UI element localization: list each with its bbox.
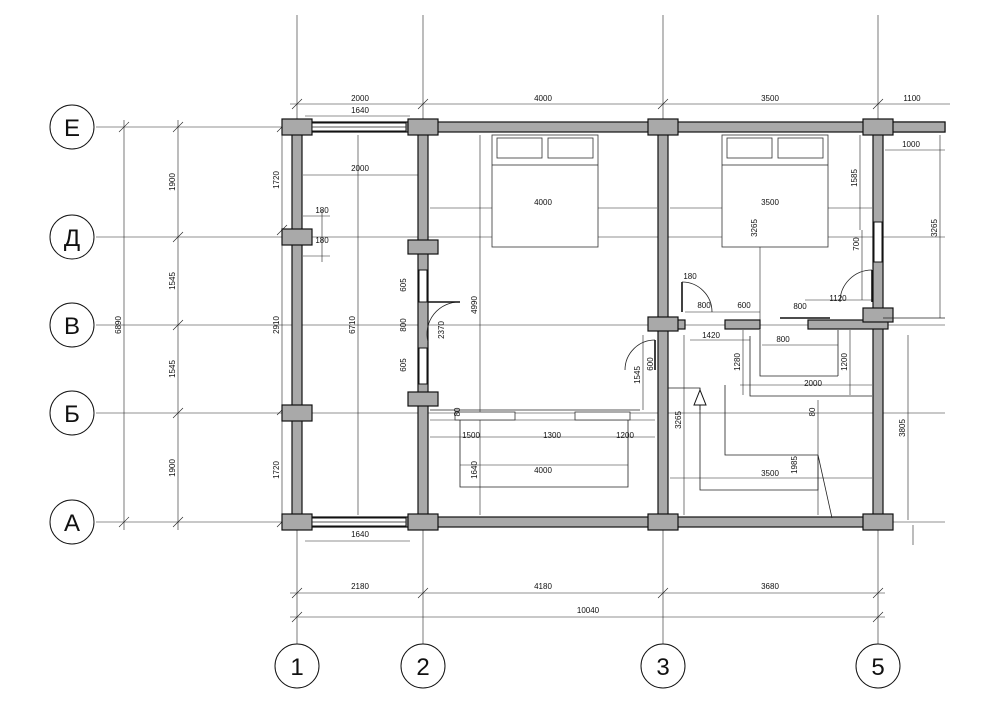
axis-row-b: Б — [49, 390, 95, 436]
dim-inner-h-18: 4000 — [534, 466, 552, 475]
axis-col-3: 3 — [640, 643, 686, 689]
row-axis-labels: Е Д В Б А — [49, 104, 95, 545]
stair-outline — [430, 317, 945, 519]
axis-col-3-label: 3 — [656, 654, 669, 681]
axis-col-1-label: 1 — [290, 654, 303, 681]
dim-left-4: 1900 — [168, 459, 177, 477]
axis-col-5-label: 5 — [871, 654, 884, 681]
dim-inner-h-10: 1420 — [702, 331, 720, 340]
dim-inner-h-4: 1640 — [351, 530, 369, 539]
dim-inner-v-17: 700 — [852, 237, 861, 251]
dim-inner-h-8: 800 — [697, 301, 711, 310]
axis-col-2-label: 2 — [416, 654, 429, 681]
dim-inner-h-3: 1000 — [902, 140, 920, 149]
left-dimension-texts: 6890 1900 1545 1545 1900 1720 2910 1720 — [114, 171, 281, 479]
dim-wall-2: 2910 — [272, 316, 281, 334]
dim-inner-v-2: 2370 — [437, 321, 446, 339]
dim-inner-v-8: 1545 — [633, 366, 642, 384]
dim-inner-h-16: 1300 — [543, 431, 561, 440]
grid-lines — [96, 15, 945, 645]
dim-bottom-total: 10040 — [577, 606, 600, 615]
top-dimension-texts: 2000 4000 3500 1100 1640 — [351, 94, 921, 115]
dim-inner-h-5: 180 — [315, 206, 329, 215]
dim-inner-v-19: 3805 — [898, 419, 907, 437]
dim-inner-h-11: 800 — [776, 335, 790, 344]
axis-col-1: 1 — [274, 643, 320, 689]
dim-inner-h-12: 1120 — [829, 294, 847, 303]
dim-inner-v-6: 80 — [453, 407, 462, 416]
dim-inner-v-4: 800 — [399, 318, 408, 332]
dim-inner-v-0: 6710 — [348, 316, 357, 334]
dim-inner-v-16: 1585 — [850, 169, 859, 187]
horizontal-dimension-lines — [290, 98, 950, 623]
dim-left-total: 6890 — [114, 316, 123, 334]
axis-row-v: В — [49, 302, 95, 348]
dim-top-4: 1100 — [903, 94, 921, 103]
dim-inner-h-1: 4000 — [534, 198, 552, 207]
dim-top-window: 1640 — [351, 106, 369, 115]
axis-row-b-label: Б — [64, 401, 80, 428]
dim-bottom-2: 4180 — [534, 582, 552, 591]
dim-inner-v-1: 4990 — [470, 296, 479, 314]
dim-inner-v-15: 3265 — [750, 219, 759, 237]
dim-inner-v-3: 605 — [399, 278, 408, 292]
dim-inner-v-12: 1200 — [840, 353, 849, 371]
axis-row-d-label: Д — [64, 225, 80, 252]
axis-col-5: 5 — [855, 643, 901, 689]
dim-inner-h-13: 800 — [793, 302, 807, 311]
bed-right — [721, 134, 829, 248]
windows — [311, 122, 883, 527]
column-axis-labels: 1 2 3 5 — [274, 643, 901, 689]
axis-row-a-label: А — [64, 510, 80, 537]
dim-inner-h-17: 1200 — [616, 431, 634, 440]
dim-top-2: 4000 — [534, 94, 552, 103]
dim-bottom-1: 2180 — [351, 582, 369, 591]
axis-col-2: 2 — [400, 643, 446, 689]
dim-inner-v-5: 605 — [399, 358, 408, 372]
dim-wall-3: 1720 — [272, 461, 281, 479]
interior-horizontal-texts: 2000 4000 3500 1000 1640 180 180 180 800… — [315, 140, 920, 539]
dim-left-1: 1900 — [168, 173, 177, 191]
axis-row-e-label: Е — [64, 115, 80, 142]
dim-inner-h-0: 2000 — [351, 164, 369, 173]
dim-bottom-3: 3680 — [761, 582, 779, 591]
dim-inner-v-10: 3265 — [674, 411, 683, 429]
walls — [281, 118, 946, 531]
dim-top-3: 3500 — [761, 94, 779, 103]
dim-inner-v-13: 80 — [808, 407, 817, 416]
bed-left — [491, 134, 599, 248]
dim-inner-v-18: 3265 — [930, 219, 939, 237]
dim-top-1: 2000 — [351, 94, 369, 103]
counter-shelves — [454, 411, 631, 421]
doors — [426, 269, 873, 371]
dim-inner-h-15: 1500 — [462, 431, 480, 440]
axis-row-e: Е — [49, 104, 95, 150]
dim-wall-1: 1720 — [272, 171, 281, 189]
dim-inner-h-14: 2000 — [804, 379, 822, 388]
bottom-dimension-texts: 2180 4180 3680 10040 — [351, 582, 779, 615]
interior-vertical-texts: 6710 4990 2370 605 800 605 80 1640 1545 … — [348, 169, 939, 479]
dim-inner-v-14: 1985 — [790, 456, 799, 474]
dim-inner-h-7: 180 — [683, 272, 697, 281]
dim-inner-v-7: 1640 — [470, 461, 479, 479]
dim-inner-h-2: 3500 — [761, 198, 779, 207]
axis-row-d: Д — [49, 214, 95, 260]
dim-left-2: 1545 — [168, 272, 177, 290]
dim-inner-h-19: 3500 — [761, 469, 779, 478]
interior-dimension-lines — [303, 135, 945, 545]
axis-row-v-label: В — [64, 313, 80, 340]
dim-inner-h-6: 180 — [315, 236, 329, 245]
dim-inner-v-9: 600 — [646, 357, 655, 371]
dim-left-3: 1545 — [168, 360, 177, 378]
axis-row-a: А — [49, 499, 95, 545]
dim-inner-v-11: 1280 — [733, 353, 742, 371]
dim-inner-h-9: 600 — [737, 301, 751, 310]
